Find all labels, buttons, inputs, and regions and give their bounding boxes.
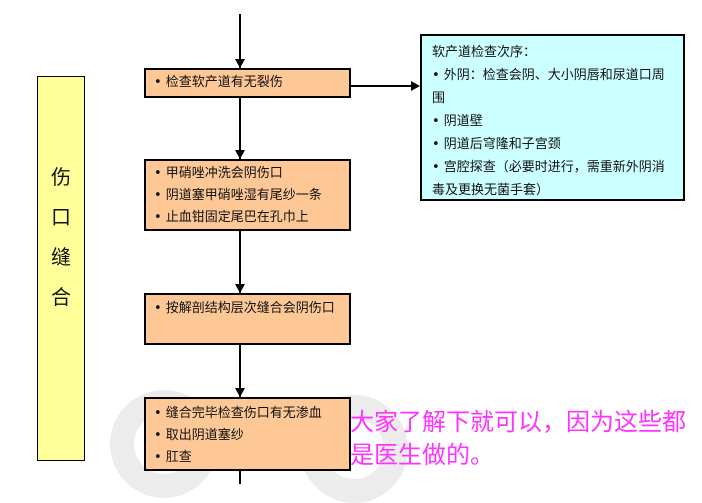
flow-line xyxy=(239,14,241,484)
step-item: • 按解剖结构层次缝合会阴伤口 xyxy=(154,301,335,316)
side-label-box: 伤 口 缝 合 xyxy=(37,76,85,461)
step-item: • 甲硝唑冲洗会阴伤口 xyxy=(154,166,283,181)
step-4-box: • 缝合完毕检查伤口有无渗血 • 取出阴道塞纱 • 肛查 xyxy=(144,397,351,471)
info-item: • 阴道壁 xyxy=(432,114,483,129)
info-item: • 阴道后穹隆和子宫颈 xyxy=(432,137,561,152)
info-item: • 宫腔探查（必要时进行，需重新外阴消毒及更换无菌手套） xyxy=(432,160,665,198)
side-label-char: 合 xyxy=(51,285,71,309)
arrow-icon xyxy=(235,59,245,68)
step-2-box: • 甲硝唑冲洗会阴伤口 • 阴道塞甲硝唑湿有尾纱一条 • 止血钳固定尾巴在孔巾上 xyxy=(144,159,351,231)
step-item: • 检查软产道有无裂伤 xyxy=(154,75,283,90)
info-item: • 外阴：检查会阴、大小阴唇和尿道口周围 xyxy=(432,68,665,106)
side-label-char: 伤 xyxy=(51,165,71,189)
step-item: • 取出阴道塞纱 xyxy=(154,428,244,443)
info-box: 软产道检查次序： • 外阴：检查会阴、大小阴唇和尿道口周围 • 阴道壁 • 阴道… xyxy=(420,34,685,201)
step-item: • 止血钳固定尾巴在孔巾上 xyxy=(154,210,309,225)
step-item: • 肛查 xyxy=(154,450,192,465)
connector-line xyxy=(350,85,412,87)
arrow-icon xyxy=(235,150,245,159)
info-title: 软产道检查次序： xyxy=(432,45,537,60)
step-item: • 缝合完毕检查伤口有无渗血 xyxy=(154,406,322,421)
arrow-right-icon xyxy=(411,81,420,91)
step-3-box: • 按解剖结构层次缝合会阴伤口 xyxy=(144,293,351,345)
annotation-note: 大家了解下就可以，因为这些都是医生做的。 xyxy=(350,408,686,469)
step-1-box: • 检查软产道有无裂伤 xyxy=(144,68,351,98)
step-item: • 阴道塞甲硝唑湿有尾纱一条 xyxy=(154,188,322,203)
side-label-char: 缝 xyxy=(51,245,71,269)
side-label-char: 口 xyxy=(51,205,71,229)
arrow-icon xyxy=(235,284,245,293)
arrow-icon xyxy=(235,388,245,397)
